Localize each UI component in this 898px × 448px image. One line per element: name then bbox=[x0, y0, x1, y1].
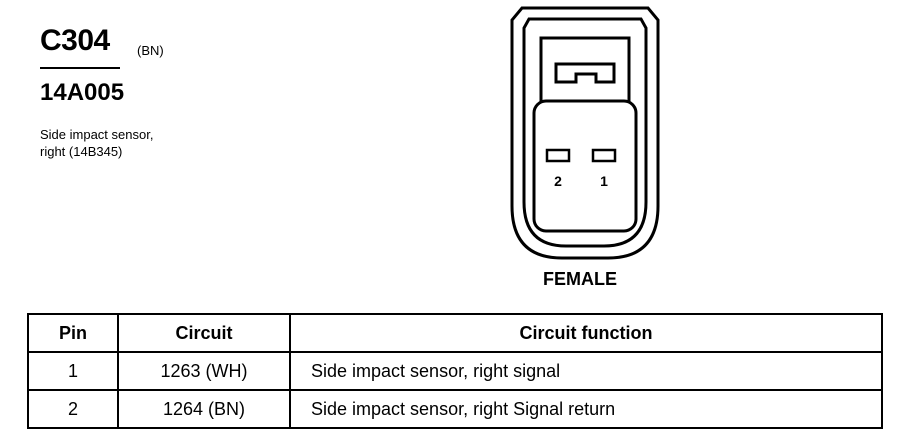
terminal-cavity-2 bbox=[545, 148, 571, 163]
connector-housing-outer bbox=[510, 6, 660, 260]
column-header-circuit-function: Circuit function bbox=[289, 313, 883, 353]
connector-face-diagram: 2 1 bbox=[510, 6, 660, 260]
pin-label-1: 1 bbox=[600, 173, 608, 189]
cell-circuit: 1263 (WH) bbox=[117, 351, 291, 391]
connector-id: C304 bbox=[40, 24, 110, 57]
table-row: 2 1264 (BN) Side impact sensor, right Si… bbox=[27, 389, 883, 429]
cell-circuit-function: Side impact sensor, right Signal return bbox=[289, 389, 883, 429]
cell-pin: 1 bbox=[27, 351, 119, 391]
connector-color: (BN) bbox=[137, 43, 164, 58]
part-number: 14A005 bbox=[40, 79, 125, 106]
connector-latch-notch bbox=[554, 62, 616, 84]
terminal-cavity-1 bbox=[591, 148, 617, 163]
cell-circuit: 1264 (BN) bbox=[117, 389, 291, 429]
pin-label-2: 2 bbox=[554, 173, 562, 189]
description-line-1: Side impact sensor, bbox=[40, 127, 154, 142]
cell-circuit-function: Side impact sensor, right signal bbox=[289, 351, 883, 391]
connector-description: Side impact sensor, right (14B345) bbox=[40, 126, 153, 160]
terminal-block bbox=[532, 99, 638, 233]
cell-pin: 2 bbox=[27, 389, 119, 429]
column-header-pin: Pin bbox=[27, 313, 119, 353]
connector-gender: FEMALE bbox=[543, 269, 617, 289]
table-header-row: Pin Circuit Circuit function bbox=[27, 313, 883, 353]
connector-housing-inner bbox=[522, 17, 648, 248]
pin-table: Pin Circuit Circuit function 1 1263 (WH)… bbox=[27, 313, 883, 429]
description-line-2: right (14B345) bbox=[40, 144, 123, 159]
header-rule bbox=[40, 67, 120, 69]
column-header-circuit: Circuit bbox=[117, 313, 291, 353]
table-row: 1 1263 (WH) Side impact sensor, right si… bbox=[27, 351, 883, 391]
